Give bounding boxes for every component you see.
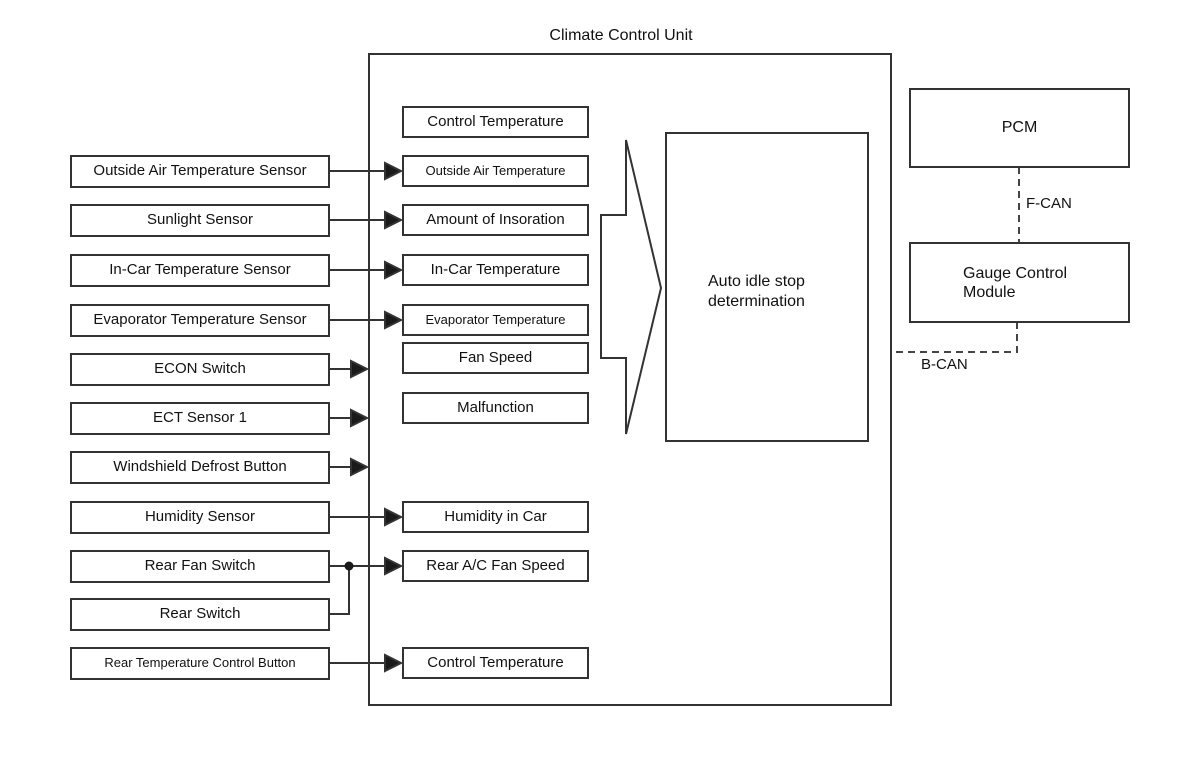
auto-idle-stop-determination-label: Auto idle stop determination [708,273,805,310]
f-can-label: F-CAN [1026,195,1072,212]
arrow-ect-sensor [330,408,370,428]
arrow-sunlight [330,210,404,230]
signal-box-fan-speed: Fan Speed [402,342,589,374]
junction-dot [344,561,354,571]
arrow-rear-temperature-control [330,653,404,673]
signal-box-humidity-in-car: Humidity in Car [402,501,589,533]
arrow-windshield-defrost [330,457,370,477]
arrow-outside-air-temperature [330,161,404,181]
funnel-arrow [600,139,663,435]
input-box-econ-switch: ECON Switch [70,353,330,386]
auto-idle-stop-determination-box: Auto idle stop determination [665,132,869,442]
signal-box-evaporator-temperature: Evaporator Temperature [402,304,589,336]
input-box-evaporator-temperature-sensor: Evaporator Temperature Sensor [70,304,330,337]
gauge-control-module-label: Gauge Control Module [963,264,1068,301]
arrow-in-car-temperature [330,260,404,280]
arrow-humidity [330,507,404,527]
input-box-rear-temperature-control-button: Rear Temperature Control Button [70,647,330,680]
signal-box-rear-control-temperature: Control Temperature [402,647,589,679]
input-box-sunlight-sensor: Sunlight Sensor [70,204,330,237]
pcm-box: PCM [909,88,1130,168]
gauge-control-module-box: Gauge Control Module [909,242,1130,323]
input-box-outside-air-temperature-sensor: Outside Air Temperature Sensor [70,155,330,188]
b-can-label: B-CAN [921,356,968,373]
arrow-rear-fan [330,556,404,576]
climate-control-unit-box [368,53,892,706]
b-can-dashed-line [892,322,1018,353]
input-box-in-car-temperature-sensor: In-Car Temperature Sensor [70,254,330,287]
arrow-econ-switch [330,359,370,379]
input-box-windshield-defrost-button: Windshield Defrost Button [70,451,330,484]
signal-box-amount-of-insoration: Amount of Insoration [402,204,589,236]
signal-box-malfunction: Malfunction [402,392,589,424]
arrow-evaporator-temperature [330,310,404,330]
input-box-rear-fan-switch: Rear Fan Switch [70,550,330,583]
input-box-rear-switch: Rear Switch [70,598,330,631]
diagram-title: Climate Control Unit [549,27,693,44]
signal-box-control-temperature: Control Temperature [402,106,589,138]
signal-box-in-car-temperature: In-Car Temperature [402,254,589,286]
input-box-ect-sensor-1: ECT Sensor 1 [70,402,330,435]
input-box-humidity-sensor: Humidity Sensor [70,501,330,534]
signal-box-outside-air-temperature: Outside Air Temperature [402,155,589,187]
signal-box-rear-ac-fan-speed: Rear A/C Fan Speed [402,550,589,582]
rear-switch-elbow-line [330,566,350,615]
